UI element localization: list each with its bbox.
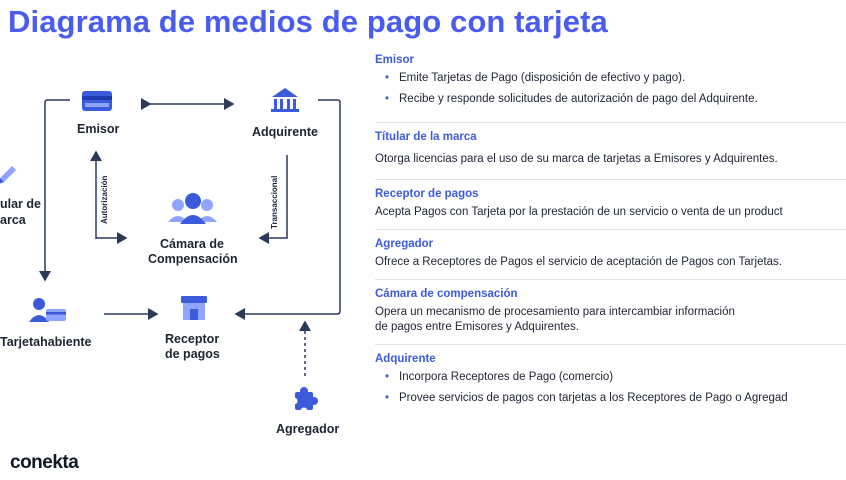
list-item: Incorpora Receptores de Pago (comercio)	[375, 370, 846, 385]
section-text-titular: Otorga licencias para el uso de su marca…	[375, 153, 778, 165]
titular-node-label-line2: arca	[0, 213, 26, 227]
section-camara: Cámara de compensación Opera un mecanism…	[375, 280, 846, 345]
page-title: Diagrama de medios de pago con tarjeta	[8, 4, 608, 39]
receptor-node-label-line1: Receptor	[165, 332, 220, 346]
section-titular: Títular de la marca Otorga licencias par…	[375, 123, 846, 180]
adquirente-bullets: Incorpora Receptores de Pago (comercio) …	[375, 370, 846, 406]
section-title-titular: Títular de la marca	[375, 131, 477, 143]
section-receptor: Receptor de pagos Acepta Pagos con Tarje…	[375, 180, 846, 230]
emisor-node-label: Emisor	[77, 122, 120, 136]
section-text-camara-line1: Opera un mecanismo de procesamiento para…	[375, 306, 735, 318]
tarjetahabiente-node-label: Tarjetahabiente	[0, 335, 92, 349]
section-emisor: Emisor Emite Tarjetas de Pago (disposici…	[375, 50, 846, 123]
section-text-receptor: Acepta Pagos con Tarjeta por la prestaci…	[375, 206, 783, 218]
section-title-camara: Cámara de compensación	[375, 288, 518, 300]
section-title-emisor: Emisor	[375, 54, 414, 66]
titular-node-label-line1: ular de	[0, 197, 41, 211]
adquirente-node-label: Adquirente	[252, 125, 318, 139]
section-adquirente: Adquirente Incorpora Receptores de Pago …	[375, 345, 846, 421]
diagram-canvas	[0, 88, 341, 415]
autorizacion-edge-label: Autorización	[100, 175, 109, 224]
adquirente-receptor-arrow	[234, 99, 341, 320]
transaccional-edge-label: Transaccional	[270, 175, 279, 229]
payment-diagram: Emisor Adquirente ular de arca Cámara de…	[0, 0, 370, 480]
section-agregador: Agregador Ofrece a Receptores de Pagos e…	[375, 230, 846, 280]
definitions-panel: Emisor Emite Tarjetas de Pago (disposici…	[375, 50, 846, 421]
emisor-bullets: Emite Tarjetas de Pago (disposición de e…	[375, 71, 846, 107]
section-title-adquirente: Adquirente	[375, 353, 436, 365]
section-text-camara-line2: de pagos entre Emisores y Adquirentes.	[375, 321, 579, 333]
list-item: Emite Tarjetas de Pago (disposición de e…	[375, 71, 846, 86]
list-item: Recibe y responde solicitudes de autoriz…	[375, 92, 846, 107]
conekta-logo: conekta	[10, 452, 79, 473]
receptor-node-label-line2: de pagos	[165, 347, 220, 361]
store-icon	[181, 296, 207, 320]
pencil-icon	[0, 166, 16, 184]
bank-icon	[271, 88, 299, 112]
puzzle-icon	[290, 387, 318, 415]
section-text-agregador: Ofrece a Receptores de Pagos el servicio…	[375, 256, 782, 268]
section-title-agregador: Agregador	[375, 238, 434, 250]
camara-node-label-line2: Compensación	[148, 252, 238, 266]
people-group-icon	[168, 193, 217, 224]
emisor-tarjetahabiente-arrow	[39, 99, 70, 282]
section-title-receptor: Receptor de pagos	[375, 188, 479, 200]
credit-card-icon	[82, 91, 112, 111]
camara-node-label-line1: Cámara de	[160, 237, 224, 251]
agregador-node-label: Agregador	[276, 422, 340, 436]
transaccional-arrow	[258, 155, 288, 244]
cardholder-icon	[29, 298, 66, 322]
list-item: Provee servicios de pagos con tarjetas a…	[375, 391, 846, 406]
